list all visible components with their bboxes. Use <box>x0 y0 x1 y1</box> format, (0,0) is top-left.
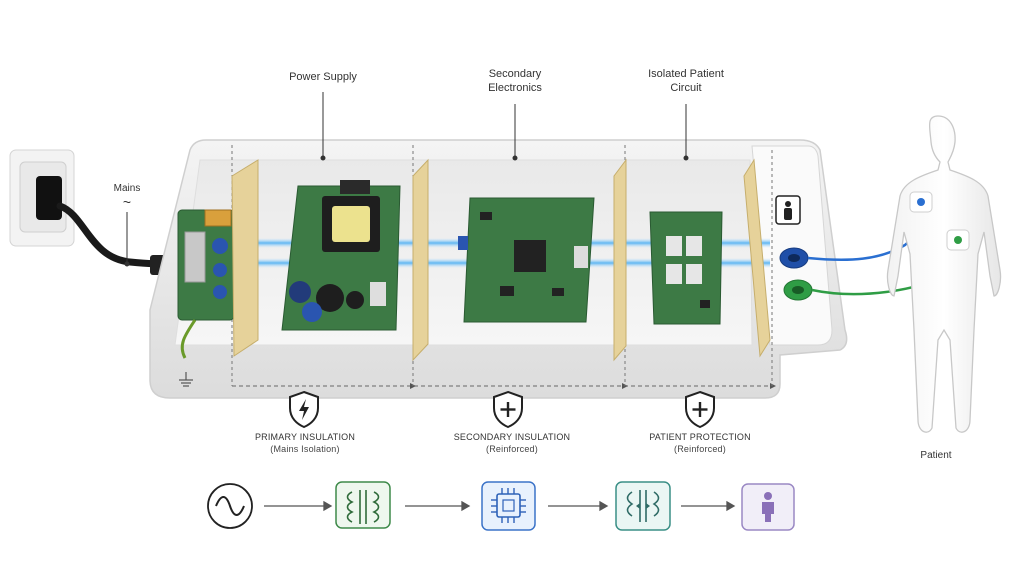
isolated-patient-pcb <box>649 211 723 325</box>
isolated-patient-circuit-label: Isolated Patient Circuit <box>648 68 724 94</box>
shield-bolt-icon <box>289 390 319 429</box>
barrier-title: PRIMARY INSULATION <box>254 432 356 442</box>
shield-plus-icon <box>685 390 715 429</box>
green-lead-connector <box>783 279 813 301</box>
chip-icon <box>481 481 536 531</box>
barrier-subtitle: (Reinforced) <box>486 444 538 454</box>
patient-icon <box>741 483 795 531</box>
isolation-barrier-icon <box>615 481 671 531</box>
power-supply-pcb <box>281 180 401 331</box>
mains-symbol: ~ <box>122 194 132 210</box>
barrier-subtitle: (Mains Isolation) <box>270 444 340 454</box>
mains-input-filter <box>177 209 235 321</box>
secondary-electronics-pcb <box>458 197 595 323</box>
shield-plus-icon <box>493 390 523 429</box>
ground-wire <box>180 319 197 359</box>
barrier-subtitle: (Reinforced) <box>674 444 726 454</box>
barrier-title: PATIENT PROTECTION <box>649 432 751 442</box>
blue-lead-connector <box>779 247 809 269</box>
mains-label: Mains <box>113 183 141 194</box>
power-supply-label: Power Supply <box>289 71 357 83</box>
ac-source-icon <box>207 483 253 529</box>
flow-arrow <box>264 500 736 512</box>
transformer-icon <box>335 481 391 529</box>
patient-label: Patient <box>920 450 952 461</box>
patient-figure <box>886 115 1002 433</box>
ground-symbol <box>179 372 193 387</box>
barrier-caption-patient: PATIENT PROTECTION (Reinforced) <box>626 431 774 455</box>
barrier-title: SECONDARY INSULATION <box>453 432 571 442</box>
isolation-board <box>231 158 771 362</box>
barrier-caption-primary: PRIMARY INSULATION (Mains Isolation) <box>230 431 380 455</box>
panel-person-icon <box>775 195 801 225</box>
barrier-caption-secondary: SECONDARY INSULATION (Reinforced) <box>434 431 590 455</box>
wall-socket <box>9 149 75 247</box>
secondary-electronics-label: Secondary Electronics <box>488 68 542 94</box>
